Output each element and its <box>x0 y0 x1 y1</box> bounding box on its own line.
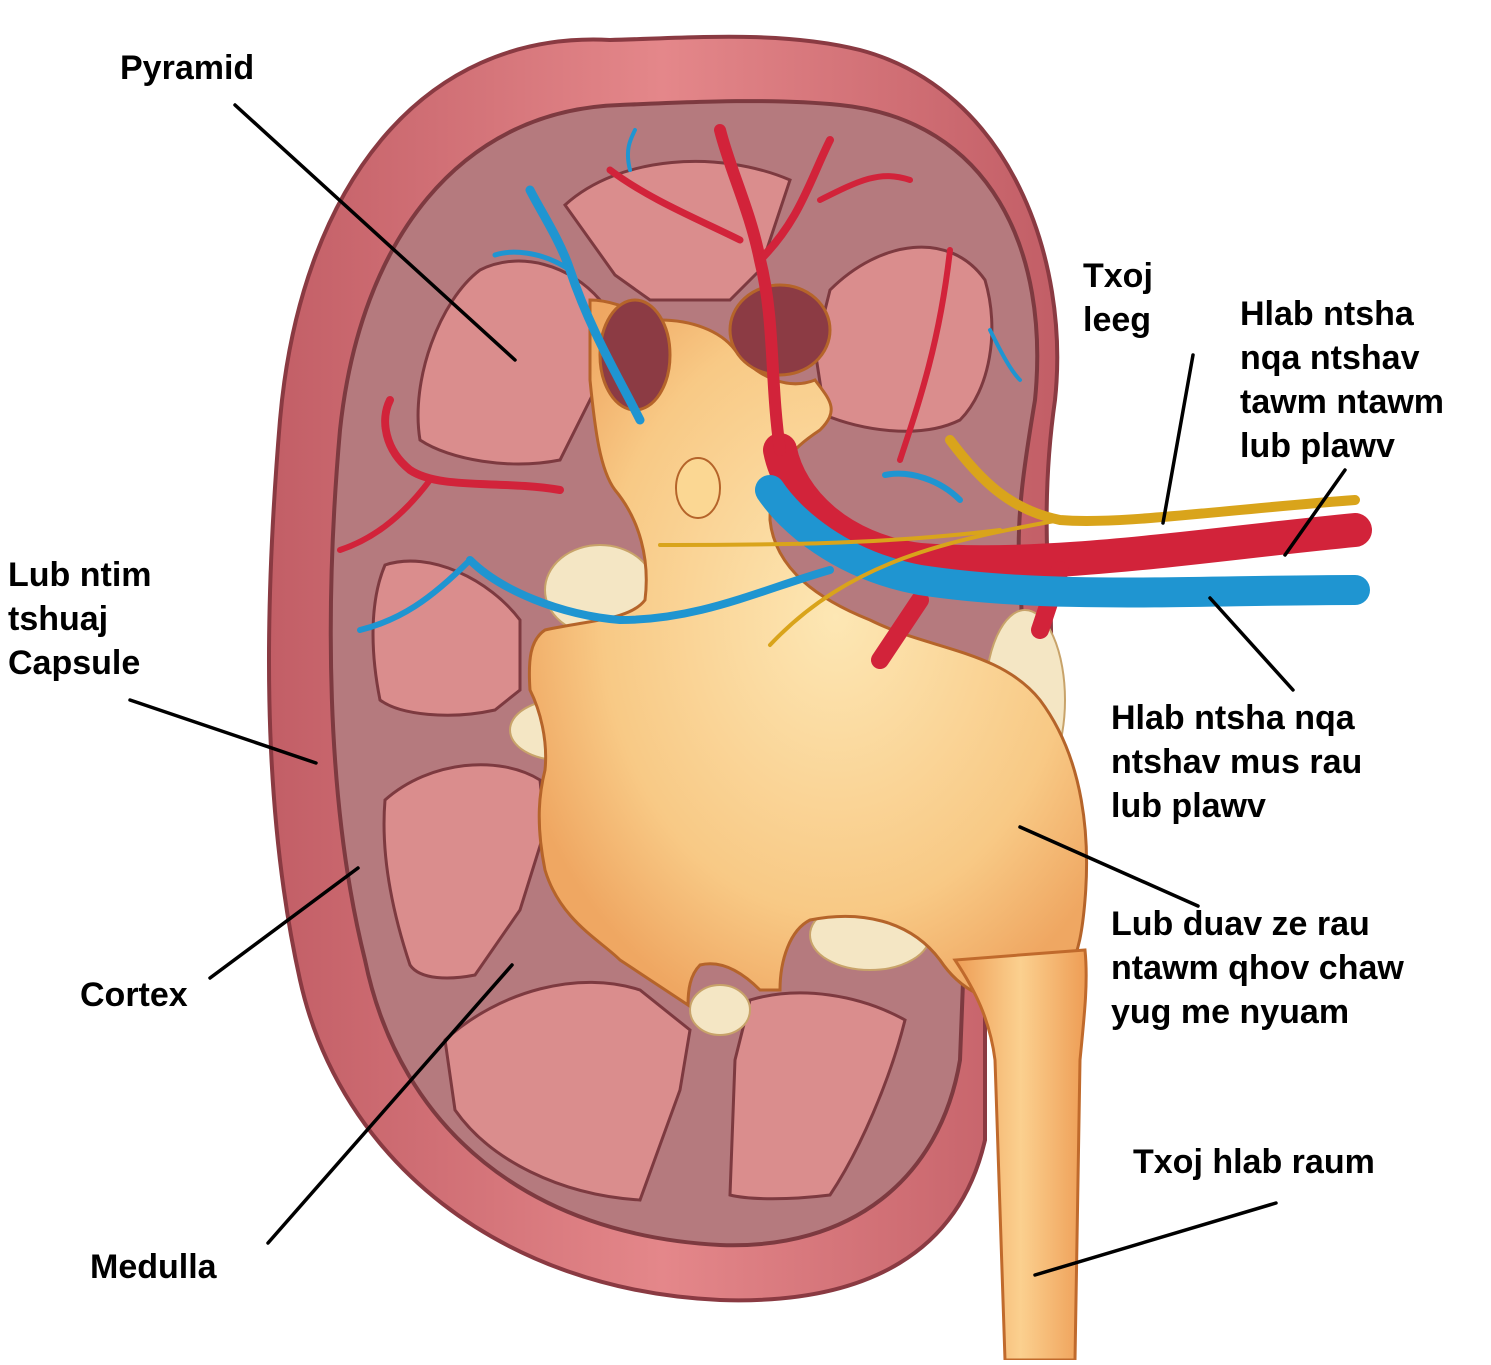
label-text: yug me nyuam <box>1111 990 1404 1034</box>
label-pyramid: Pyramid <box>120 46 254 90</box>
label-text: ntawm qhov chaw <box>1111 946 1404 990</box>
pelvis-opening <box>676 458 720 518</box>
label-renal-vein: Hlab ntsha nqa ntshav mus rau lub plawv <box>1111 696 1362 828</box>
label-text: leeg <box>1083 298 1153 342</box>
label-nerve: Txoj leeg <box>1083 254 1153 342</box>
label-text: tawm ntawm <box>1240 380 1444 424</box>
label-text: Pyramid <box>120 46 254 90</box>
label-text: Medulla <box>90 1245 217 1289</box>
label-cortex: Cortex <box>80 973 188 1017</box>
label-text: lub plawv <box>1111 784 1362 828</box>
label-text: Lub duav ze rau <box>1111 902 1404 946</box>
label-capsule: Lub ntim tshuaj Capsule <box>8 553 152 685</box>
label-renal-artery: Hlab ntsha nqa ntshav tawm ntawm lub pla… <box>1240 292 1444 468</box>
label-medulla: Medulla <box>90 1245 217 1289</box>
label-text: nqa ntshav <box>1240 336 1444 380</box>
label-text: Txoj hlab raum <box>1133 1140 1375 1184</box>
label-text: lub plawv <box>1240 424 1444 468</box>
label-renal-pelvis: Lub duav ze rau ntawm qhov chaw yug me n… <box>1111 902 1404 1034</box>
label-text: tshuaj <box>8 597 152 641</box>
label-text: Lub ntim <box>8 553 152 597</box>
leader-line-nerve <box>1163 355 1193 523</box>
label-ureter: Txoj hlab raum <box>1133 1140 1375 1184</box>
leader-line-renal-vein <box>1210 598 1293 690</box>
label-text: Hlab ntsha <box>1240 292 1444 336</box>
pelvis-opening <box>730 285 830 375</box>
label-text: Hlab ntsha nqa <box>1111 696 1362 740</box>
label-text: Txoj <box>1083 254 1153 298</box>
label-text: Cortex <box>80 973 188 1017</box>
label-text: ntshav mus rau <box>1111 740 1362 784</box>
label-text: Capsule <box>8 641 152 685</box>
